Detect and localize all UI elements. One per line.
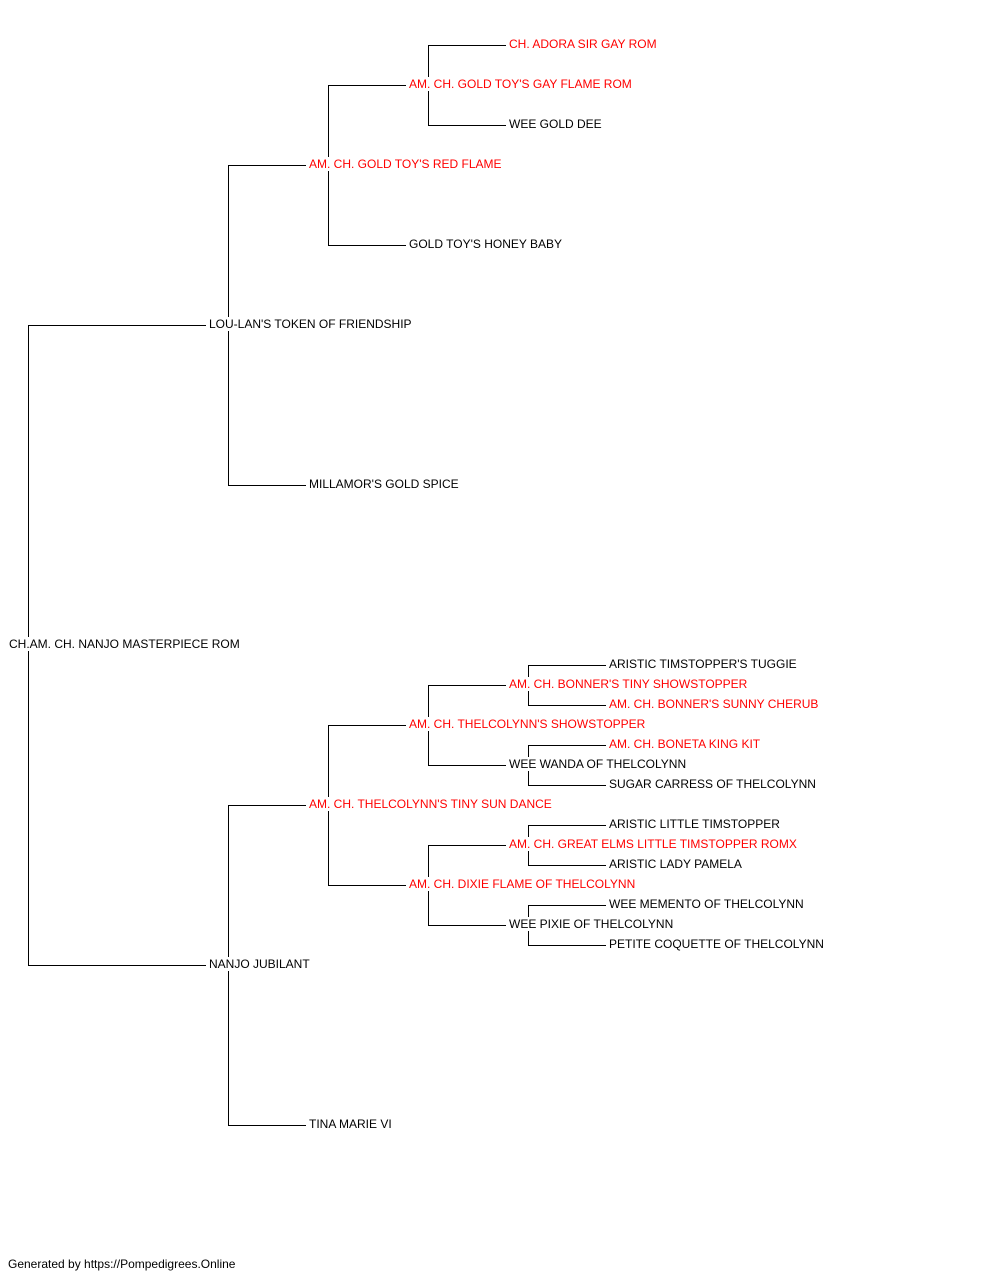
dog-gold-toy-s-honey-baby[interactable]: GOLD TOY'S HONEY BABY <box>408 237 564 251</box>
dog-petite-coquette-of-thelcolynn[interactable]: PETITE COQUETTE OF THELCOLYNN <box>608 937 825 951</box>
connector-line <box>28 650 206 966</box>
connector-line <box>528 905 606 920</box>
connector-line <box>328 810 406 886</box>
dog-am-ch-great-elms-little-timstopper-romx[interactable]: AM. CH. GREAT ELMS LITTLE TIMSTOPPER ROM… <box>508 837 798 851</box>
connector-line <box>528 690 606 706</box>
dog-am-ch-dixie-flame-of-thelcolynn[interactable]: AM. CH. DIXIE FLAME OF THELCOLYNN <box>408 877 637 891</box>
dog-tina-marie-vi[interactable]: TINA MARIE VI <box>308 1117 393 1131</box>
dog-aristic-lady-pamela[interactable]: ARISTIC LADY PAMELA <box>608 857 743 871</box>
connector-line <box>228 330 306 486</box>
connector-line <box>428 45 506 80</box>
dog-am-ch-gold-toy-s-red-flame[interactable]: AM. CH. GOLD TOY'S RED FLAME <box>308 157 503 171</box>
dog-ch-adora-sir-gay-rom[interactable]: CH. ADORA SIR GAY ROM <box>508 37 658 51</box>
connector-line <box>328 725 406 800</box>
connector-line <box>528 930 606 946</box>
connector-line <box>428 90 506 126</box>
connector-line <box>428 845 506 880</box>
connector-line <box>528 665 606 680</box>
connector-line <box>328 170 406 246</box>
connector-line <box>228 165 306 320</box>
dog-am-ch-boneta-king-kit[interactable]: AM. CH. BONETA KING KIT <box>608 737 762 751</box>
dog-nanjo-jubilant[interactable]: NANJO JUBILANT <box>208 957 311 971</box>
dog-am-ch-gold-toy-s-gay-flame-rom[interactable]: AM. CH. GOLD TOY'S GAY FLAME ROM <box>408 77 633 91</box>
dog-wee-gold-dee[interactable]: WEE GOLD DEE <box>508 117 603 131</box>
dog-aristic-timstopper-s-tuggie[interactable]: ARISTIC TIMSTOPPER'S TUGGIE <box>608 657 798 671</box>
connector-line <box>528 745 606 760</box>
dog-wee-memento-of-thelcolynn[interactable]: WEE MEMENTO OF THELCOLYNN <box>608 897 805 911</box>
connector-line <box>528 850 606 866</box>
footer-credit: Generated by https://Pompedigrees.Online <box>8 1257 236 1271</box>
connector-line <box>428 730 506 766</box>
dog-am-ch-bonner-s-tiny-showstopper[interactable]: AM. CH. BONNER'S TINY SHOWSTOPPER <box>508 677 749 691</box>
dog-am-ch-thelcolynn-s-tiny-sun-dance[interactable]: AM. CH. THELCOLYNN'S TINY SUN DANCE <box>308 797 553 811</box>
dog-am-ch-thelcolynn-s-showstopper[interactable]: AM. CH. THELCOLYNN'S SHOWSTOPPER <box>408 717 647 731</box>
dog-am-ch-bonner-s-sunny-cherub[interactable]: AM. CH. BONNER'S SUNNY CHERUB <box>608 697 820 711</box>
connector-line <box>328 85 406 160</box>
connector-line <box>228 970 306 1126</box>
connector-line <box>528 770 606 786</box>
dog-aristic-little-timstopper[interactable]: ARISTIC LITTLE TIMSTOPPER <box>608 817 781 831</box>
connector-line <box>428 890 506 926</box>
dog-sugar-carress-of-thelcolynn[interactable]: SUGAR CARRESS OF THELCOLYNN <box>608 777 817 791</box>
dog-ch-am-ch-nanjo-masterpiece-rom[interactable]: CH.AM. CH. NANJO MASTERPIECE ROM <box>8 637 241 651</box>
dog-wee-wanda-of-thelcolynn[interactable]: WEE WANDA OF THELCOLYNN <box>508 757 688 771</box>
dog-wee-pixie-of-thelcolynn[interactable]: WEE PIXIE OF THELCOLYNN <box>508 917 675 931</box>
connector-line <box>428 685 506 720</box>
dog-millamor-s-gold-spice[interactable]: MILLAMOR'S GOLD SPICE <box>308 477 460 491</box>
connector-line <box>228 805 306 960</box>
connector-line <box>528 825 606 840</box>
connector-line <box>28 325 206 640</box>
dog-lou-lan-s-token-of-friendship[interactable]: LOU-LAN'S TOKEN OF FRIENDSHIP <box>208 317 413 331</box>
